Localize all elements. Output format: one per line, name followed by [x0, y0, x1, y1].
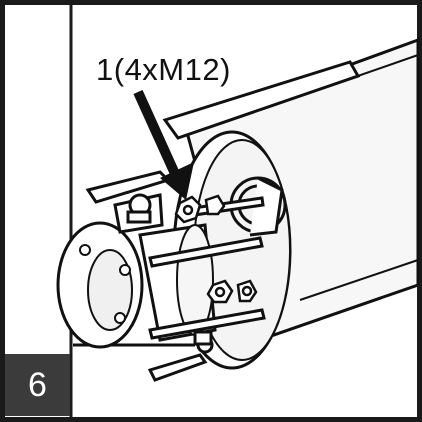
tie-rods — [148, 196, 266, 340]
valve-handle-upper — [85, 170, 171, 234]
valve-handle-lower — [147, 330, 214, 382]
left-flange — [56, 221, 144, 349]
nuts — [174, 194, 258, 304]
arrow-down-icon — [133, 89, 194, 200]
callout-label: 1(4xM12) — [96, 52, 231, 87]
step-number-badge: 6 — [5, 354, 70, 416]
step-number: 6 — [28, 365, 47, 404]
handle-strap — [162, 60, 361, 140]
